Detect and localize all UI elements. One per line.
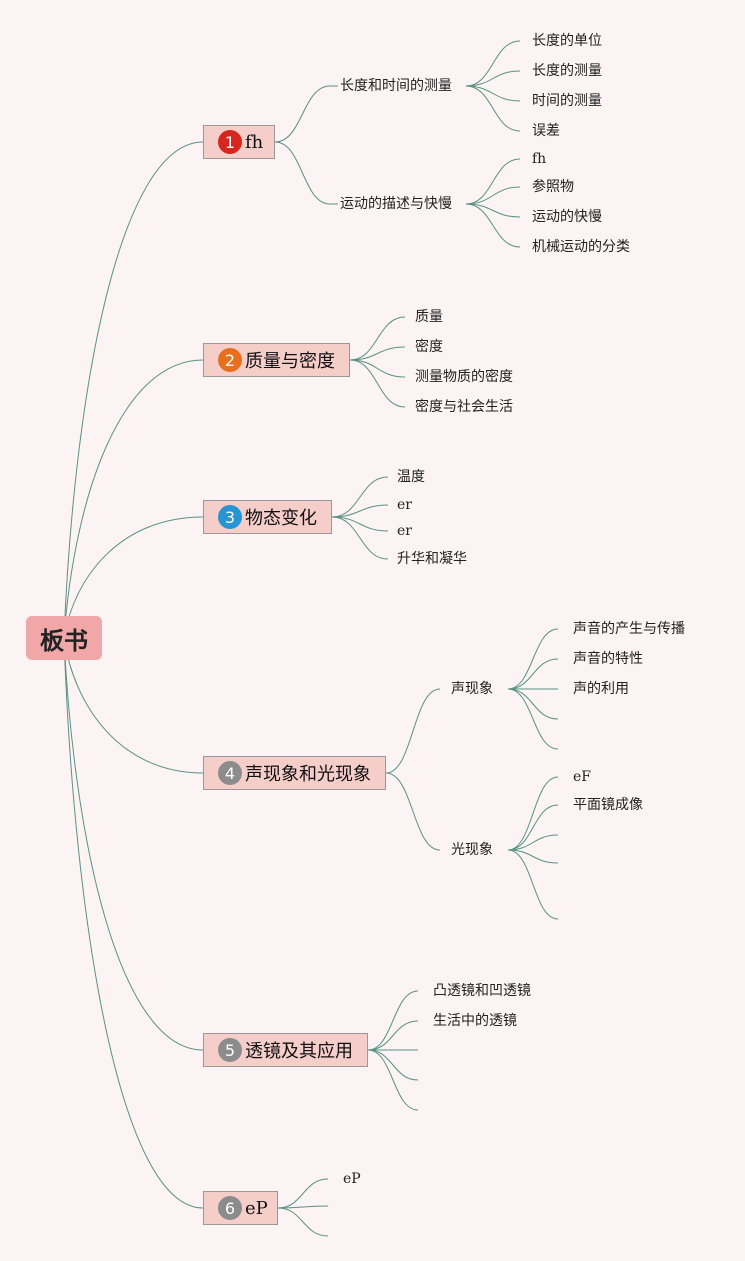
connector-line [507, 849, 559, 920]
connector-line [367, 1049, 419, 1111]
topic-3[interactable]: 3 物态变化 [203, 500, 332, 534]
topic-title: fh [245, 131, 264, 153]
topic-number-badge: 1 [218, 130, 242, 154]
connector-line [465, 40, 521, 87]
leaf-label[interactable]: 声的利用 [573, 681, 629, 697]
connector-line [465, 203, 521, 248]
topic-title: 声现象和光现象 [245, 764, 371, 785]
connector-line [274, 85, 331, 143]
branch-label[interactable]: 长度和时间的测量 [340, 78, 452, 94]
leaf-label[interactable]: fh [532, 151, 547, 167]
branch-label[interactable]: 运动的描述与快慢 [340, 196, 452, 212]
connector-line [277, 1205, 329, 1209]
branch-label[interactable]: 光现象 [451, 842, 493, 858]
topic-1[interactable]: 1 fh [203, 125, 275, 159]
connector-line [507, 849, 559, 864]
connector-line [274, 141, 331, 205]
root-connector [63, 637, 204, 774]
connector-line [507, 688, 559, 750]
topic-number-badge: 5 [218, 1038, 242, 1062]
leaf-label[interactable]: 运动的快慢 [532, 209, 602, 225]
topic-4[interactable]: 4 声现象和光现象 [203, 756, 386, 790]
root-connector [63, 516, 204, 639]
leaf-label[interactable]: 误差 [532, 123, 560, 139]
connector-line [507, 688, 559, 720]
connector-line [465, 158, 521, 205]
connector-line [277, 1178, 329, 1209]
leaf-label[interactable]: 密度与社会生活 [415, 399, 513, 415]
connector-line [331, 504, 389, 518]
leaf-label[interactable]: 平面镜成像 [573, 797, 643, 813]
leaf-label[interactable]: er [397, 497, 412, 513]
leaf-label[interactable]: 测量物质的密度 [415, 369, 513, 385]
root-connector [63, 637, 204, 1051]
root-title: 板书 [40, 626, 88, 655]
leaf-label[interactable]: 参照物 [532, 179, 574, 195]
leaf-label[interactable]: 时间的测量 [532, 93, 602, 109]
leaf-label[interactable]: 凸透镜和凹透镜 [433, 983, 531, 999]
connector-line [331, 516, 389, 560]
leaf-label[interactable]: er [397, 523, 412, 539]
topic-title: 透镜及其应用 [245, 1041, 353, 1062]
topic-number-badge: 3 [218, 505, 242, 529]
connector-line [507, 658, 559, 690]
connector-line [465, 70, 521, 87]
leaf-label[interactable]: 温度 [397, 469, 425, 485]
connector-line [507, 804, 559, 851]
connector-line [385, 772, 441, 851]
leaf-label[interactable]: 质量 [415, 309, 443, 325]
leaf-label[interactable]: 长度的测量 [532, 63, 602, 79]
connector-line [507, 834, 559, 851]
leaf-label[interactable]: 声音的产生与传播 [573, 621, 685, 637]
connector-line [507, 776, 559, 851]
topic-number-badge: 2 [218, 348, 242, 372]
leaf-label[interactable]: 密度 [415, 339, 443, 355]
leaf-label[interactable]: 声音的特性 [573, 651, 643, 667]
branch-label[interactable]: 声现象 [451, 681, 493, 697]
connector-line [331, 516, 389, 532]
connector-line [331, 476, 389, 518]
connector-line [507, 628, 559, 690]
connector-line [367, 1020, 419, 1051]
connector-line [385, 688, 441, 774]
topic-number-badge: 6 [218, 1196, 242, 1220]
root-connector [63, 141, 204, 639]
topic-5[interactable]: 5 透镜及其应用 [203, 1033, 368, 1067]
topic-title: eP [245, 1197, 268, 1219]
connector-line [349, 316, 406, 361]
topic-title: 质量与密度 [245, 351, 335, 372]
connector-line [465, 85, 521, 132]
connector-line [277, 1207, 329, 1237]
root-connector [63, 359, 204, 639]
connector-line [465, 203, 521, 218]
topic-number-badge: 4 [218, 761, 242, 785]
topic-6[interactable]: 6 eP [203, 1191, 278, 1225]
connector-line [465, 85, 521, 102]
connector-line [349, 346, 406, 361]
connector-line [367, 990, 419, 1051]
root-connector [63, 637, 204, 1209]
connector-line [367, 1049, 419, 1081]
leaf-label[interactable]: 生活中的透镜 [433, 1013, 517, 1029]
topic-2[interactable]: 2 质量与密度 [203, 343, 350, 377]
root-node[interactable]: 板书 [26, 616, 102, 660]
topic-title: 物态变化 [245, 508, 317, 529]
leaf-label[interactable]: eF [573, 769, 591, 785]
leaf-label[interactable]: 升华和凝华 [397, 551, 467, 567]
connector-line [349, 359, 406, 378]
connector-line [349, 359, 406, 408]
leaf-label[interactable]: eP [343, 1171, 361, 1187]
connector-line [465, 186, 521, 205]
leaf-label[interactable]: 长度的单位 [532, 33, 602, 49]
leaf-label[interactable]: 机械运动的分类 [532, 239, 630, 255]
